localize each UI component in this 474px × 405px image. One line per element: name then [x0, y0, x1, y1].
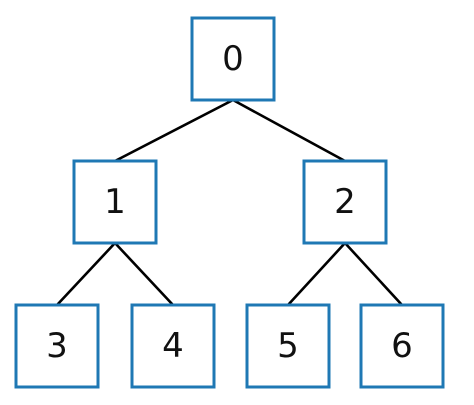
- node-label-2: 2: [334, 182, 356, 222]
- node-box-2: [302, 159, 388, 245]
- edge-1-4: [113, 241, 175, 307]
- edge-1-3: [55, 241, 117, 307]
- edge-0-2: [231, 98, 347, 163]
- node-3: 3: [14, 303, 100, 389]
- edges-layer: [55, 98, 404, 307]
- node-box-0: [190, 16, 276, 102]
- node-5: 5: [245, 303, 331, 389]
- node-label-5: 5: [277, 326, 299, 366]
- node-label-4: 4: [162, 326, 184, 366]
- edge-2-5: [286, 241, 347, 307]
- edge-2-6: [343, 241, 404, 307]
- node-label-1: 1: [104, 182, 126, 222]
- node-6: 6: [359, 303, 445, 389]
- node-label-6: 6: [391, 326, 413, 366]
- nodes-layer: 0 1 2 3 4 5 6: [14, 16, 445, 389]
- edge-0-1: [113, 98, 235, 163]
- node-4: 4: [130, 303, 216, 389]
- node-box-3: [14, 303, 100, 389]
- node-label-3: 3: [46, 326, 68, 366]
- node-2: 2: [302, 159, 388, 245]
- node-box-5: [245, 303, 331, 389]
- node-box-1: [72, 159, 158, 245]
- node-box-6: [359, 303, 445, 389]
- node-0: 0: [190, 16, 276, 102]
- node-1: 1: [72, 159, 158, 245]
- node-box-4: [130, 303, 216, 389]
- node-label-0: 0: [222, 39, 244, 79]
